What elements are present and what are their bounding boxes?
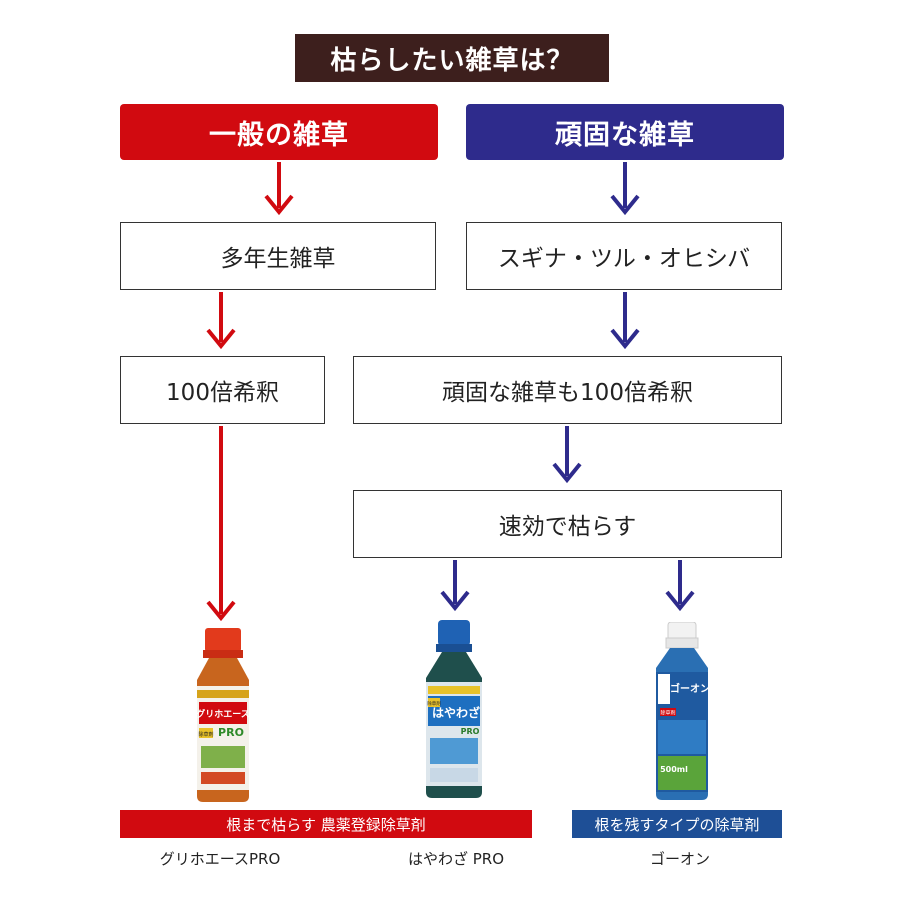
arrow-red-3-head (206, 600, 236, 622)
stubborn-dilution-100x-box: 頑固な雑草も100倍希釈 (353, 356, 782, 424)
glyphoace-pro-bottle: グリホエース PRO 除草剤 (183, 628, 263, 803)
svg-text:除草剤: 除草剤 (427, 700, 441, 707)
stubborn-weeds-header: 頑固な雑草 (466, 104, 784, 160)
svg-text:ゴーオン: ゴーオン (670, 682, 710, 695)
product-name-go-on: ゴーオン (649, 850, 710, 868)
go-on-bottle: ゴーオン 除草剤 500ml (646, 622, 718, 802)
hayawaza-pro-bottle: はやわざ 除草剤 PRO (414, 620, 494, 800)
horsetail-vine-goosegrass-box: スギナ・ツル・オヒシバ (466, 222, 782, 290)
product-name-hayawaza: はやわざ PRO (407, 850, 505, 868)
perennial-weeds-box: 多年生雑草 (120, 222, 436, 290)
svg-text:PRO: PRO (218, 726, 244, 739)
general-weeds-header: 一般の雑草 (120, 104, 438, 160)
svg-text:500ml: 500ml (660, 765, 688, 774)
arrow-blue-4-head (440, 590, 470, 612)
svg-text:PRO: PRO (461, 727, 480, 736)
arrow-blue-5-head (665, 590, 695, 612)
root-preserving-banner: 根を残すタイプの除草剤 (572, 810, 782, 838)
page-title: 枯らしたい雑草は？ (295, 34, 609, 82)
svg-text:はやわざ: はやわざ (432, 705, 480, 720)
arrow-blue-2-head (610, 328, 640, 350)
arrow-blue-1-head (610, 194, 640, 216)
fast-acting-box: 速効で枯らす (353, 490, 782, 558)
svg-text:除草剤: 除草剤 (660, 710, 675, 717)
dilution-100x-box: 100倍希釈 (120, 356, 325, 424)
arrow-red-2-head (206, 328, 236, 350)
arrow-blue-3-head (552, 462, 582, 484)
svg-text:グリホエース: グリホエース (196, 708, 250, 720)
root-killing-banner: 根まで枯らす 農薬登録除草剤 (120, 810, 532, 838)
arrow-red-1-head (264, 194, 294, 216)
product-name-glyphoace: グリホエースPRO (159, 850, 281, 868)
svg-text:除草剤: 除草剤 (198, 731, 213, 738)
